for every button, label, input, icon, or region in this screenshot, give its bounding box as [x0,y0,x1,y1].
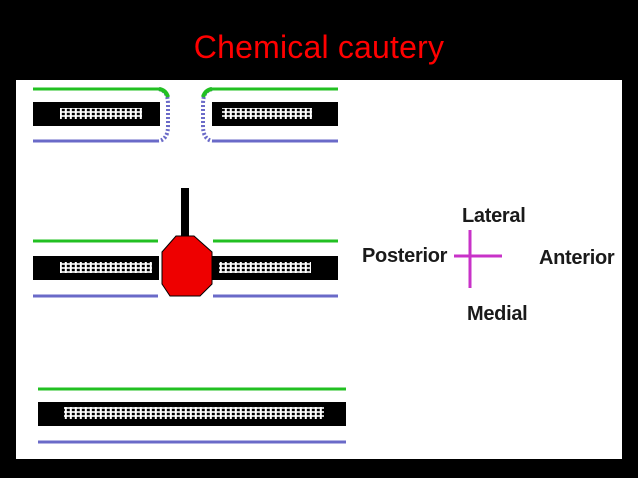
orientation-label-right: Anterior [539,247,615,269]
cautery-diagram [33,87,502,444]
orientation-label-top: Lateral [462,205,526,227]
stage-retracted-edges [33,87,338,143]
stage-fused-tube [38,387,346,444]
orientation-label-left: Posterior [362,245,448,267]
slide-title: Chemical cautery [193,29,445,65]
stage-cautery-applied [33,188,338,298]
orientation-label-bottom: Medial [467,303,528,325]
cautery-tip [161,235,213,297]
diagram-panel: Lateral Posterior Anterior Medial [16,80,622,459]
cautery-stick [181,188,189,238]
orientation-cross [454,230,502,288]
